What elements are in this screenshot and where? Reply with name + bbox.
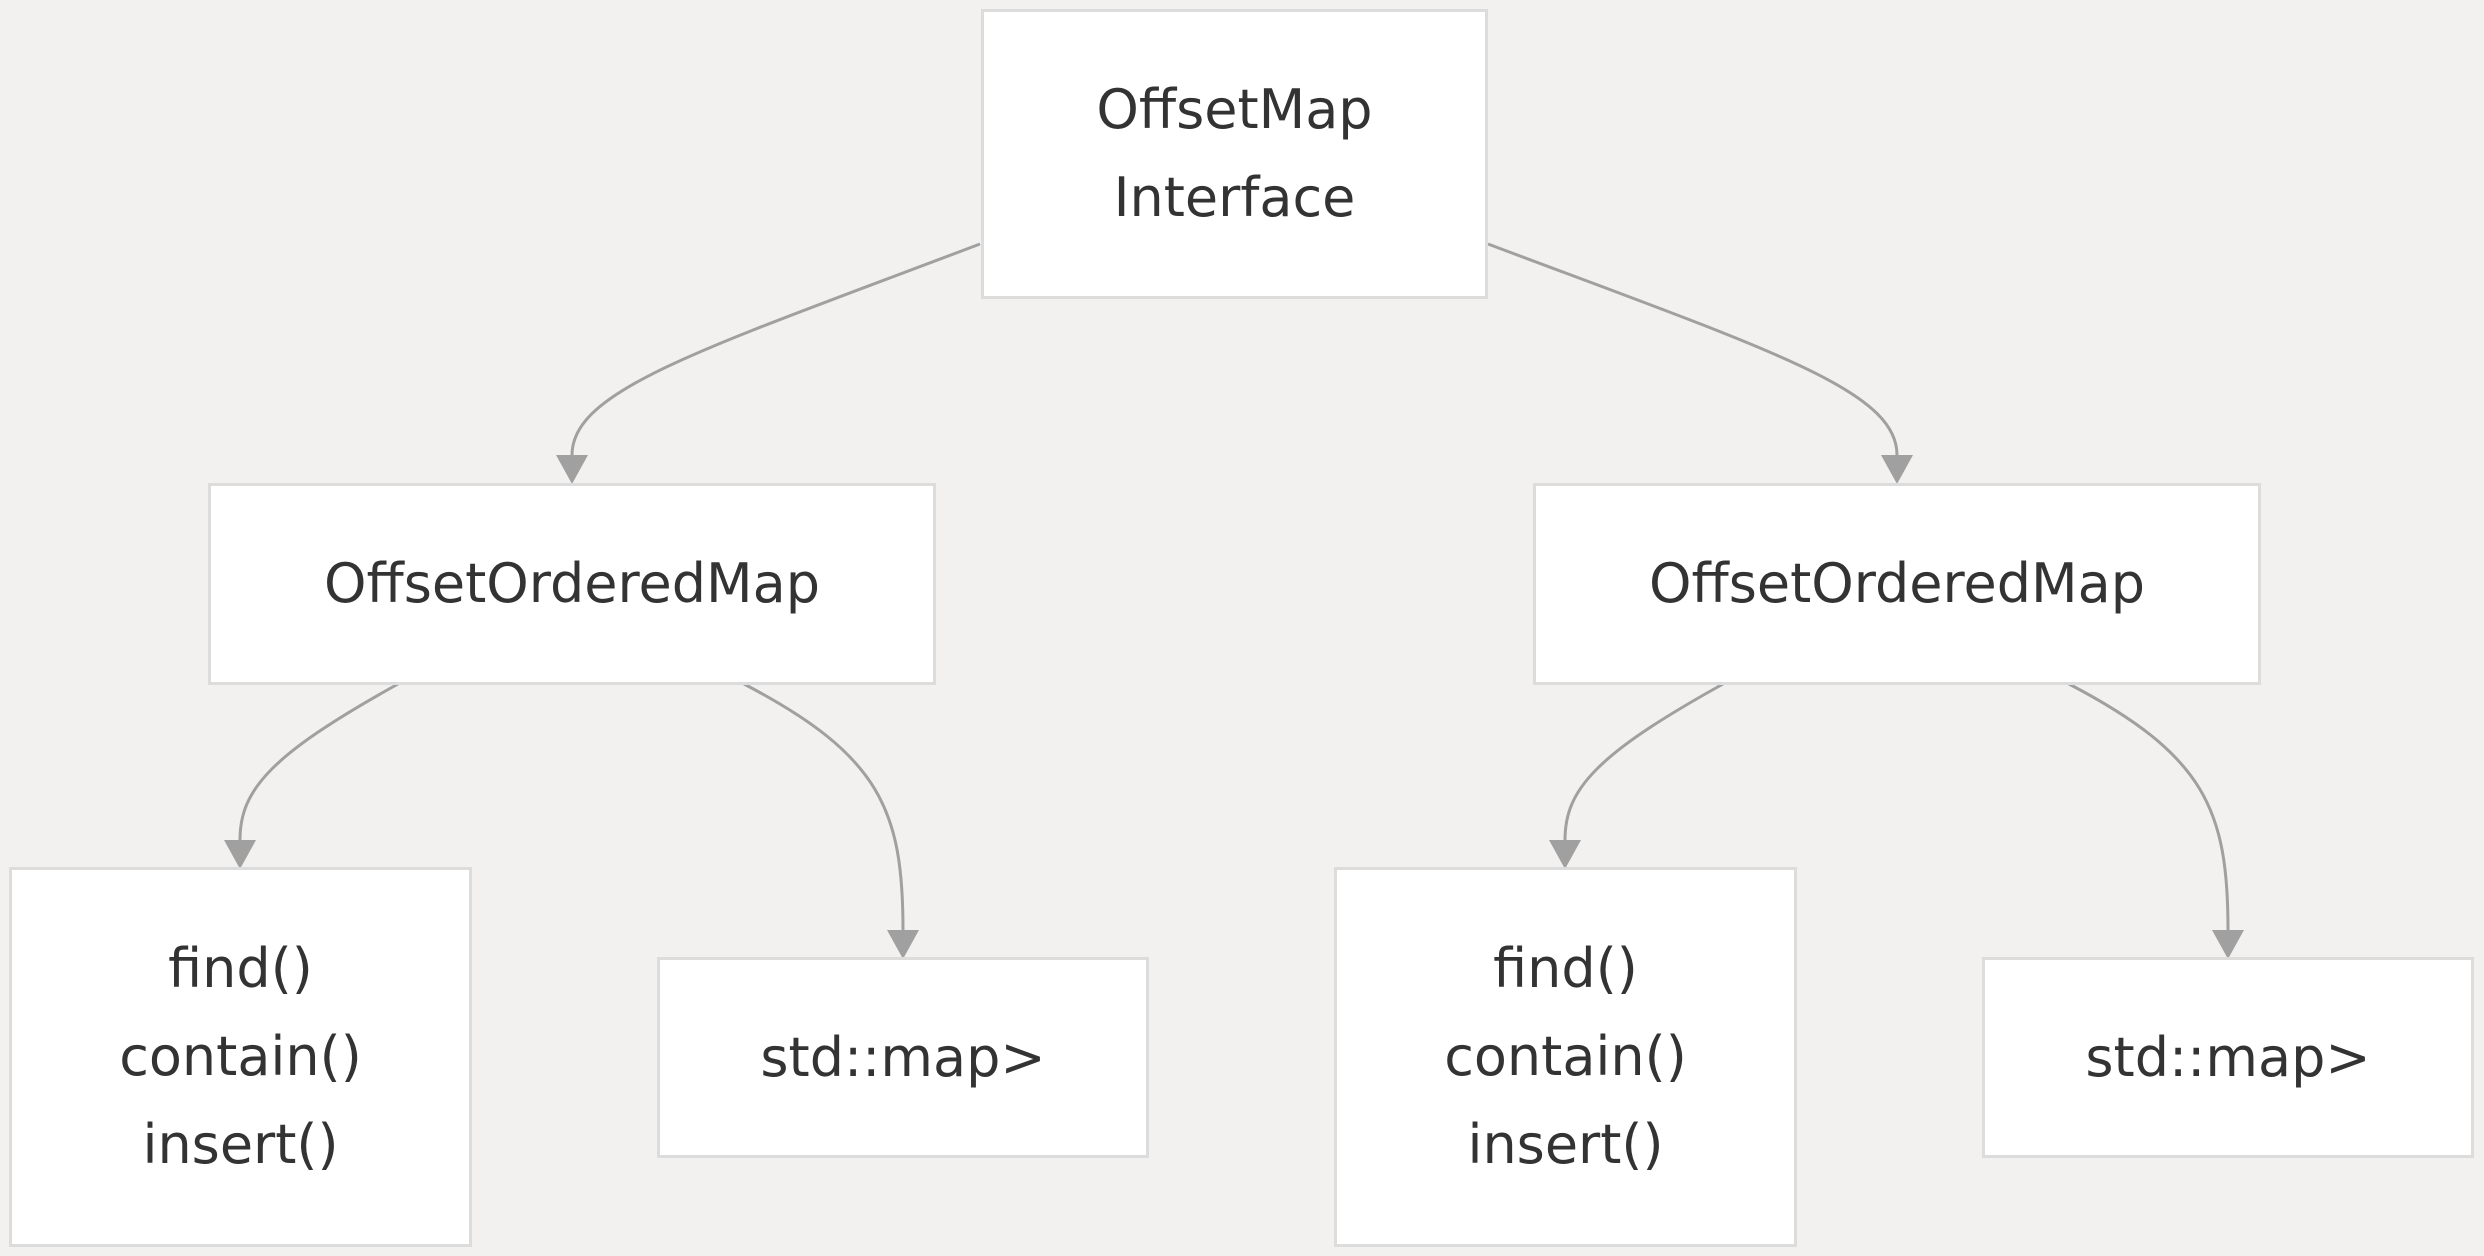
- node-left-methods-line1: find(): [168, 937, 313, 1000]
- node-left-methods-line2: contain(): [119, 1025, 362, 1088]
- arrowhead-left-methods: [224, 840, 256, 869]
- edge-right-map-to-right-methods: [1563, 682, 1724, 841]
- node-left-methods-line3: insert(): [142, 1113, 339, 1176]
- node-right-methods-line2: contain(): [1444, 1025, 1687, 1088]
- node-right-std-map-label: std::map>: [2085, 1025, 2371, 1089]
- node-right-offset-ordered-map-label: OffsetOrderedMap: [1649, 552, 2145, 615]
- edge-left-map-to-left-std: [743, 682, 905, 931]
- node-right-offset-ordered-map: OffsetOrderedMap: [1533, 483, 2261, 685]
- node-left-offset-ordered-map: OffsetOrderedMap: [208, 483, 936, 685]
- arrowhead-left-std: [887, 930, 919, 959]
- node-right-methods: find() contain() insert(): [1334, 867, 1797, 1247]
- node-left-methods: find() contain() insert(): [9, 867, 472, 1247]
- node-left-std-map: std::map>: [657, 957, 1149, 1158]
- arrowhead-right-methods: [1549, 840, 1581, 869]
- arrowhead-right-map: [1881, 455, 1913, 484]
- node-right-methods-line3: insert(): [1467, 1113, 1664, 1176]
- edge-left-map-to-left-methods: [238, 682, 399, 841]
- node-offsetmap-interface-line2: Interface: [1113, 166, 1356, 229]
- node-right-methods-line1: find(): [1493, 937, 1638, 1000]
- node-right-std-map: std::map>: [1982, 957, 2474, 1158]
- node-left-std-map-label: std::map>: [760, 1025, 1046, 1089]
- arrowhead-left-map: [556, 455, 588, 484]
- arrowhead-right-std: [2212, 930, 2244, 959]
- node-offsetmap-interface-line1: OffsetMap: [1096, 78, 1373, 141]
- node-offsetmap-interface: OffsetMap Interface: [981, 9, 1488, 299]
- edge-root-to-right-map: [1487, 242, 1899, 456]
- node-left-offset-ordered-map-label: OffsetOrderedMap: [324, 552, 820, 615]
- edge-root-to-left-map: [570, 242, 981, 456]
- edge-right-map-to-right-std: [2068, 682, 2230, 931]
